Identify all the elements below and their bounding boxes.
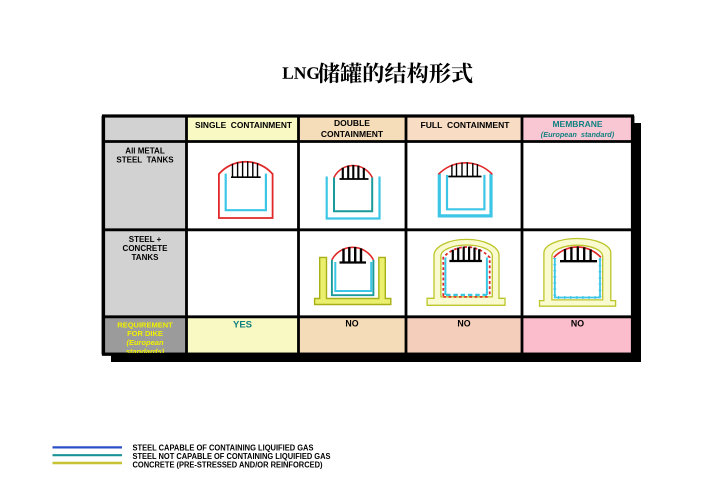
svg-text:MEMBRANE: MEMBRANE — [552, 119, 602, 129]
svg-text:NO: NO — [571, 319, 584, 329]
svg-text:CONCRETE: CONCRETE — [123, 244, 169, 253]
svg-text:STEEL TANKS: STEEL TANKS — [116, 155, 174, 164]
svg-text:DOUBLE: DOUBLE — [334, 118, 370, 128]
svg-text:CONCRETE (PRE-STRESSED AND/OR: CONCRETE (PRE-STRESSED AND/OR REINFORCED… — [133, 460, 323, 469]
svg-text:STEEL NOT CAPABLE OF CONTAININ: STEEL NOT CAPABLE OF CONTAINING LIQUIFIE… — [133, 452, 332, 461]
svg-text:All METAL: All METAL — [125, 146, 165, 155]
svg-text:NO: NO — [457, 319, 470, 329]
svg-text:NO: NO — [345, 319, 358, 329]
svg-text:YES: YES — [233, 320, 252, 331]
svg-text:FOR DIKE: FOR DIKE — [127, 329, 163, 338]
svg-text:FULL CONTAINMENT: FULL CONTAINMENT — [421, 120, 511, 130]
svg-text:standards): standards) — [126, 347, 165, 356]
svg-text:STEEL +: STEEL + — [129, 235, 162, 244]
svg-text:(European standard): (European standard) — [541, 130, 615, 139]
svg-text:REQUIREMENT: REQUIREMENT — [117, 320, 173, 329]
svg-text:SINGLE CONTAINMENT: SINGLE CONTAINMENT — [195, 120, 293, 130]
svg-text:TANKS: TANKS — [132, 253, 160, 262]
svg-text:STEEL CAPABLE OF CONTAINING LI: STEEL CAPABLE OF CONTAINING LIQUIFIED GA… — [133, 443, 315, 452]
svg-text:CONTAINMENT: CONTAINMENT — [321, 129, 384, 139]
svg-text:(European: (European — [126, 338, 164, 347]
